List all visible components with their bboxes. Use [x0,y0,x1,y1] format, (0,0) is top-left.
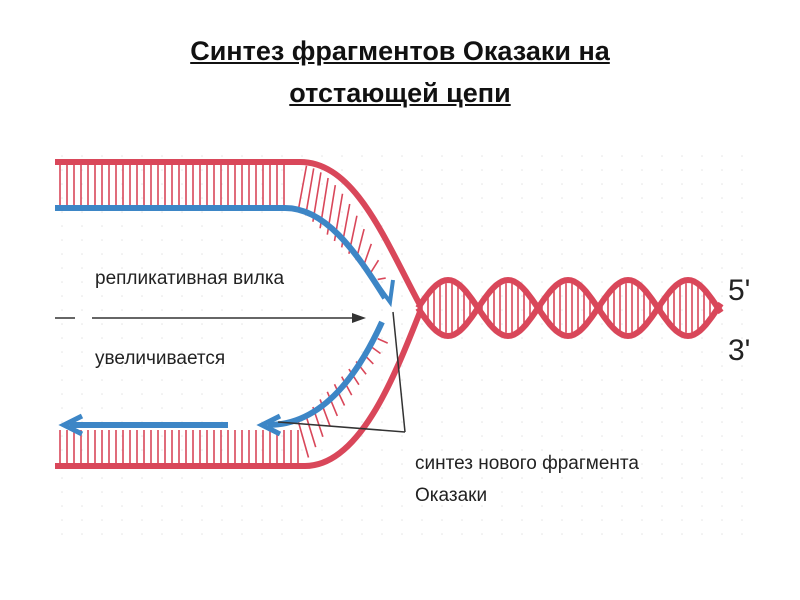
fragment-label-line-2: Оказаки [415,485,487,506]
title-line-2: отстающей цепи [289,78,511,108]
pointer-line-1 [392,311,406,433]
helix-strand-a [415,276,724,340]
lower-parent-strand [55,310,423,469]
leading-strand-arrowhead [375,279,395,308]
fork-label-line-2: увеличивается [95,348,225,369]
end-label-5-prime: 5' [728,274,750,307]
base-pair-rung [297,422,310,458]
title-line-1: Синтез фрагментов Оказаки на [190,36,610,66]
pointer-line-2 [277,421,406,433]
diagram-title: Синтез фрагментов Оказаки на отстающей ц… [0,30,800,114]
end-label-3-prime: 3' [728,334,750,367]
okazaki-fragment-2-arrowhead [256,413,282,437]
base-pair-rung [304,414,317,448]
base-pair-rung [297,165,308,210]
base-pair-rung [326,391,339,417]
leading-new-strand [55,205,388,300]
okazaki-fragment-1-arrowhead [58,413,84,437]
fork-arrowhead [352,313,366,323]
helix-strand-b [415,276,724,340]
base-pair-rung [377,277,386,281]
base-pair-rung [333,383,346,406]
base-pair-rung [369,259,380,274]
base-pair-rung [304,168,315,216]
base-pair-rung [377,337,389,344]
fragment-label-line-1: синтез нового фрагмента [415,453,639,474]
fork-label-line-1: репликативная вилка [95,268,285,289]
upper-parent-strand [55,159,423,307]
